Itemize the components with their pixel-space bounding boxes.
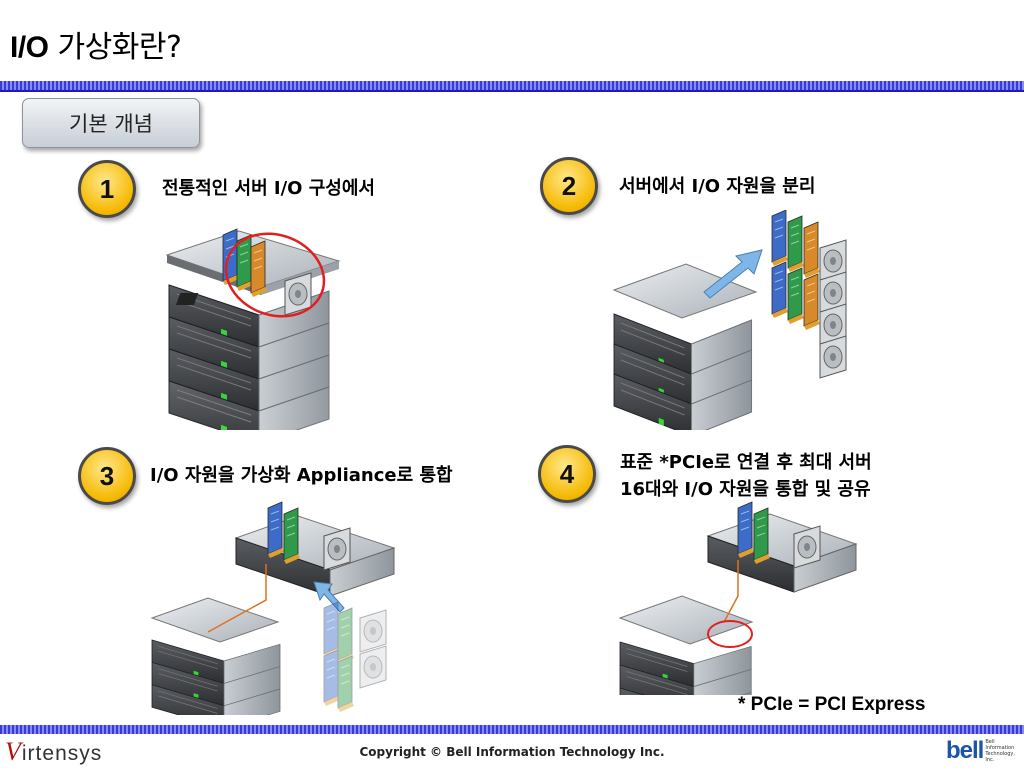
step-2-illustration	[612, 210, 847, 430]
appliance-icon	[706, 501, 858, 593]
step-3-illustration	[150, 501, 396, 715]
virtensys-logo: Virtensys	[5, 737, 102, 767]
server-icon	[150, 597, 281, 715]
pcie-cable-icon	[207, 564, 267, 633]
pcie-footnote: * PCIe = PCI Express	[738, 694, 926, 715]
io-card-icon	[771, 210, 821, 331]
io-card-icon	[323, 601, 387, 713]
bell-logo-word: bell	[946, 737, 984, 764]
step-1-badge: 1	[78, 160, 136, 218]
step-4-illustration	[618, 501, 858, 695]
arrow-icon	[703, 249, 763, 299]
header-divider-line	[0, 90, 1024, 92]
virtensys-logo-rest: irtensys	[21, 742, 103, 765]
bell-logo: bell Bell Information Technology, Inc.	[946, 737, 1024, 764]
appliance-icon	[234, 501, 396, 597]
step-4-caption-line-2: 16대와 I/O 자원을 통합 및 공유	[620, 479, 871, 500]
footer-divider-band	[0, 725, 1024, 734]
step-4-caption-line-1: 표준 *PCIe로 연결 후 최대 서버	[620, 452, 872, 473]
highlight-circle	[707, 620, 753, 648]
server-icon	[612, 263, 758, 430]
server-icon	[618, 595, 754, 695]
step-1-illustration	[165, 228, 341, 430]
pcie-cable-icon	[723, 560, 739, 623]
step-1-caption: 전통적인 서버 I/O 구성에서	[162, 178, 375, 199]
bell-logo-small-2: Technology, Inc.	[985, 751, 1015, 763]
highlight-circle	[224, 232, 326, 318]
slide-title-bold: I/O	[10, 31, 49, 64]
concept-tag: 기본 개념	[22, 98, 200, 148]
hard-drive-icon	[819, 239, 847, 379]
step-3-caption: I/O 자원을 가상화 Appliance로 통합	[150, 465, 453, 486]
bell-logo-small-1: Bell Information	[985, 739, 1015, 751]
bell-logo-small: Bell Information Technology, Inc.	[985, 739, 1024, 763]
step-2-caption: 서버에서 I/O 자원을 분리	[619, 176, 816, 197]
step-3-badge: 3	[78, 447, 136, 505]
virtensys-logo-v: V	[5, 737, 22, 766]
slide-title: I/O 가상화란?	[10, 22, 182, 66]
slide-title-rest: 가상화란?	[48, 30, 182, 65]
copyright-text: Copyright © Bell Information Technology …	[359, 745, 665, 759]
header-divider-band	[0, 81, 1024, 90]
step-2-badge: 2	[540, 157, 598, 215]
step-4-badge: 4	[538, 445, 596, 503]
